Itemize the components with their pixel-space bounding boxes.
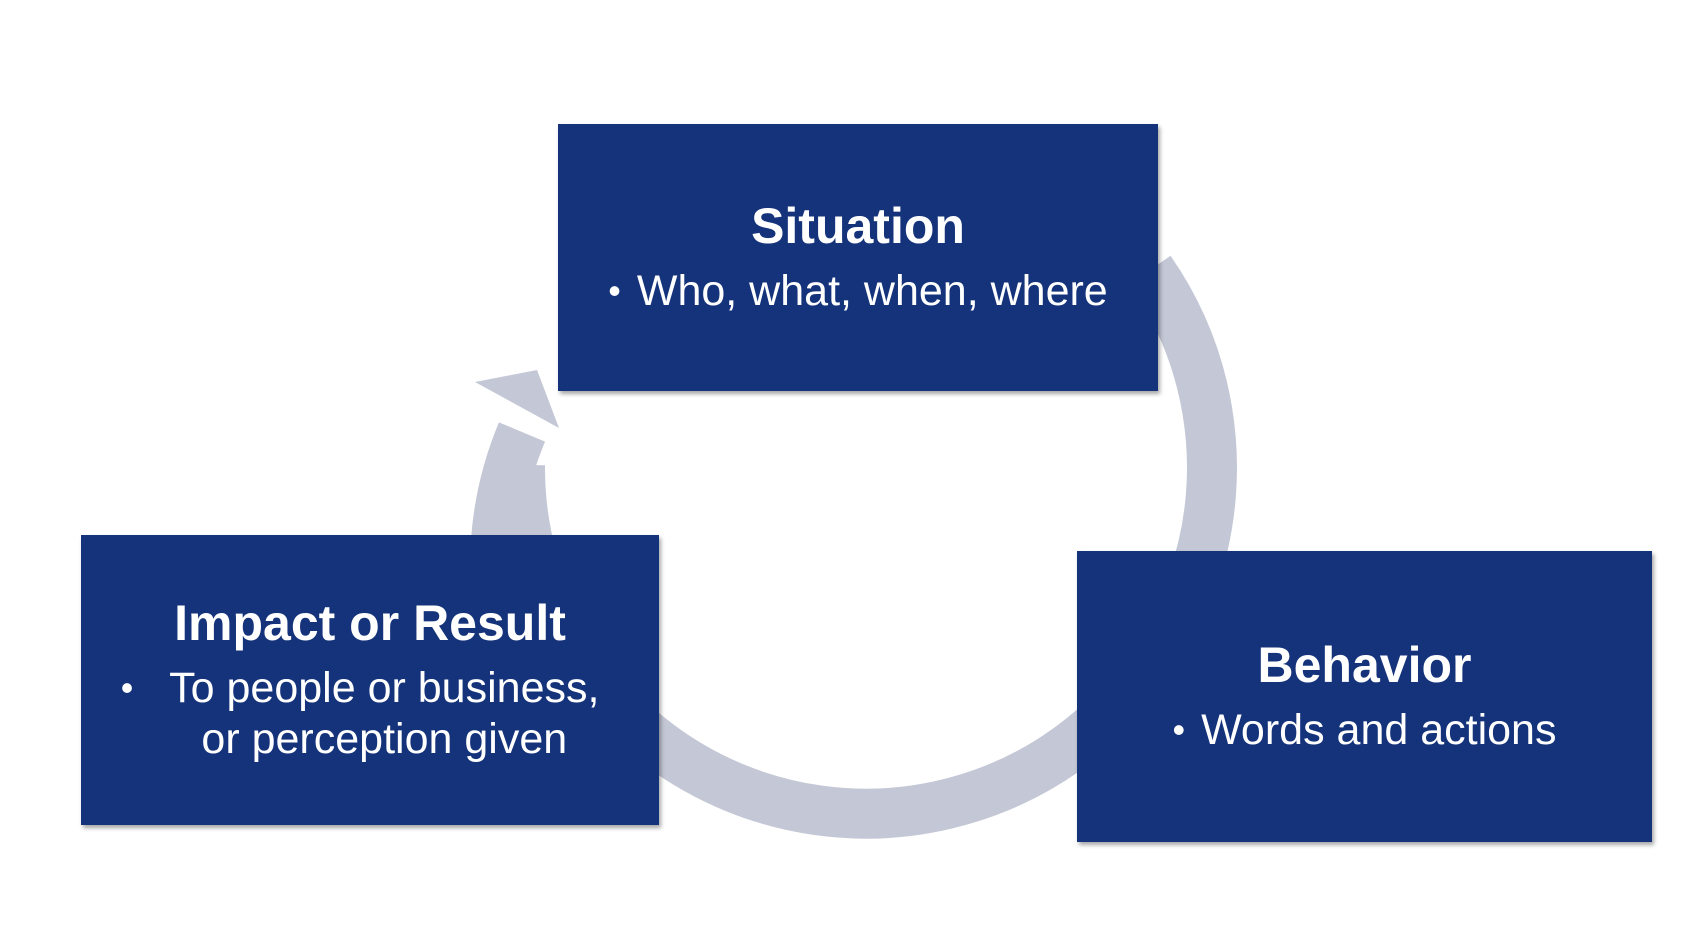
situation-box: Situation • Who, what, when, where xyxy=(558,124,1158,391)
behavior-title: Behavior xyxy=(1257,636,1472,693)
behavior-bullet-text: Words and actions xyxy=(1201,705,1557,754)
impact-title: Impact or Result xyxy=(174,594,566,651)
cycle-arrowhead-icon xyxy=(475,370,559,428)
impact-bullet-text: To people or business, or perception giv… xyxy=(169,663,600,763)
bullet-dot-icon: • xyxy=(1172,708,1186,750)
cycle-ring-upper-left xyxy=(471,422,546,543)
behavior-box: Behavior • Words and actions xyxy=(1077,551,1652,842)
impact-box: Impact or Result • To people or business… xyxy=(81,535,659,825)
impact-bullet: • To people or business, or perception g… xyxy=(121,663,620,764)
bullet-dot-icon: • xyxy=(120,666,134,708)
situation-bullet-text: Who, what, when, where xyxy=(636,266,1108,315)
situation-title: Situation xyxy=(751,197,965,254)
bullet-dot-icon: • xyxy=(608,269,621,311)
behavior-bullet: • Words and actions xyxy=(1173,705,1557,756)
situation-bullet: • Who, what, when, where xyxy=(608,266,1107,317)
